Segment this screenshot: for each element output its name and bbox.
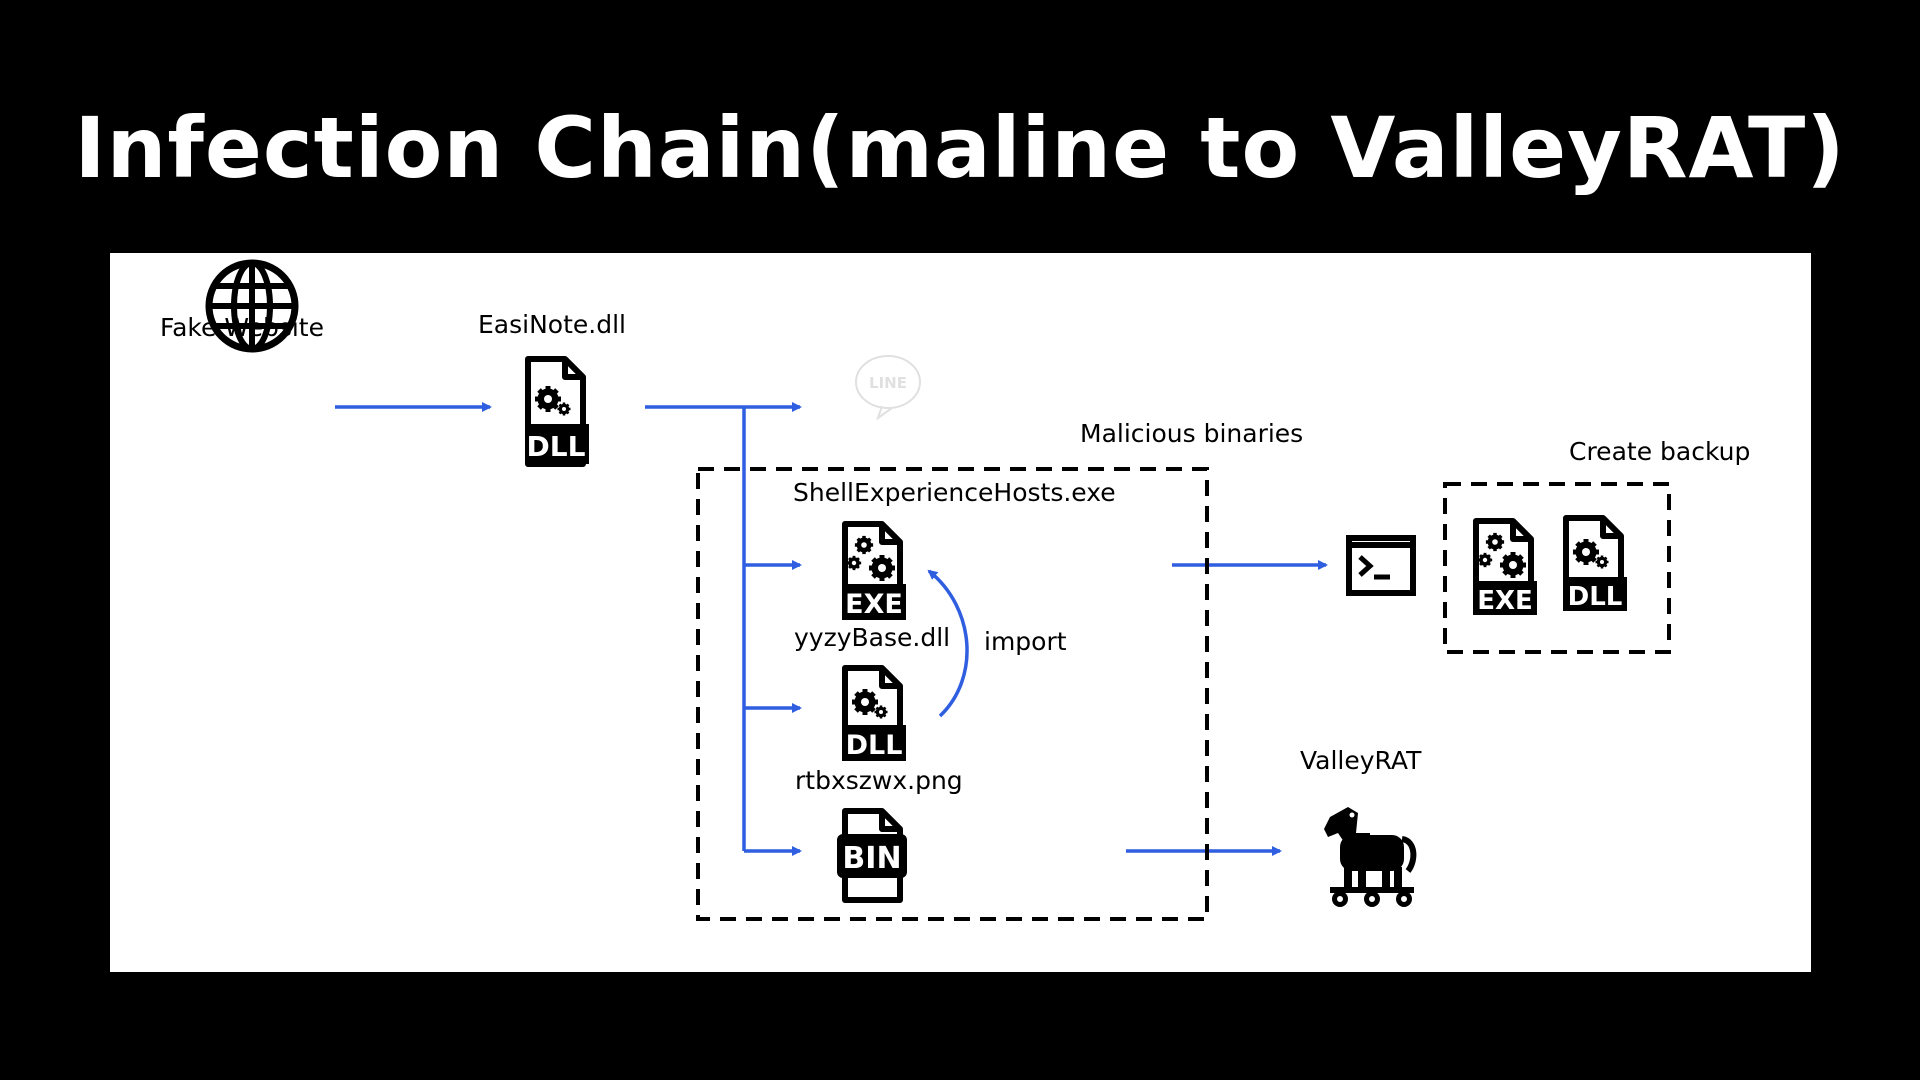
bin-file-icon: BIN <box>837 808 907 903</box>
label-rtbxszwx: rtbxszwx.png <box>795 766 963 795</box>
easinote-badge: DLL <box>527 430 586 463</box>
bin-badge: BIN <box>842 841 901 876</box>
terminal-icon <box>1346 535 1416 596</box>
exe-file-icon: EXE <box>1473 518 1537 616</box>
dll-file-icon: DLL <box>525 356 589 467</box>
label-yyzy-dll: yyzyBase.dll <box>794 623 951 652</box>
arrow-import <box>927 569 969 718</box>
line-app-icon: LINE <box>855 355 921 421</box>
label-easinote: EasiNote.dll <box>478 310 626 339</box>
globe-icon <box>205 259 299 353</box>
label-create-backup: Create backup <box>1569 437 1751 466</box>
diagram-canvas: DLL LINE <box>205 259 1671 921</box>
backup-exe-badge: EXE <box>1477 586 1533 616</box>
dll-file-icon: DLL <box>842 665 906 761</box>
label-import: import <box>984 627 1067 656</box>
trojan-horse-icon <box>1324 807 1417 907</box>
backup-dll-badge: DLL <box>1568 582 1623 612</box>
label-fake-website: Fake Website <box>160 313 324 342</box>
line-app-text: LINE <box>869 374 907 392</box>
label-shell-exe: ShellExperienceHosts.exe <box>793 478 1116 507</box>
flow-arrows <box>335 402 1328 856</box>
create-backup-box <box>1443 482 1671 654</box>
label-valleyrat: ValleyRAT <box>1300 746 1422 775</box>
dll-badge: DLL <box>846 730 903 761</box>
exe-file-icon: EXE <box>842 521 906 620</box>
diagram-panel: DLL LINE <box>110 253 1811 972</box>
dll-file-icon: DLL <box>1563 515 1627 612</box>
label-malicious-binaries: Malicious binaries <box>1080 419 1304 448</box>
malicious-binaries-box <box>696 467 1209 921</box>
exe-badge: EXE <box>845 589 903 620</box>
page-title: Infection Chain(maline to ValleyRAT) <box>74 99 1846 197</box>
